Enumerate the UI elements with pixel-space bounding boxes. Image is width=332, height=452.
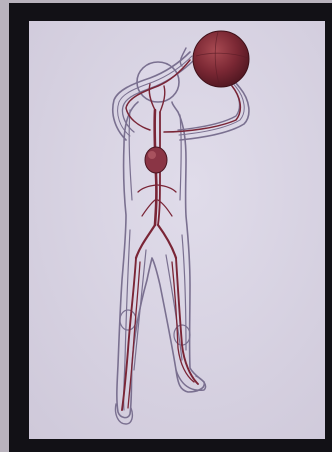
basketball-icon xyxy=(193,31,249,87)
heart-icon xyxy=(145,147,167,173)
